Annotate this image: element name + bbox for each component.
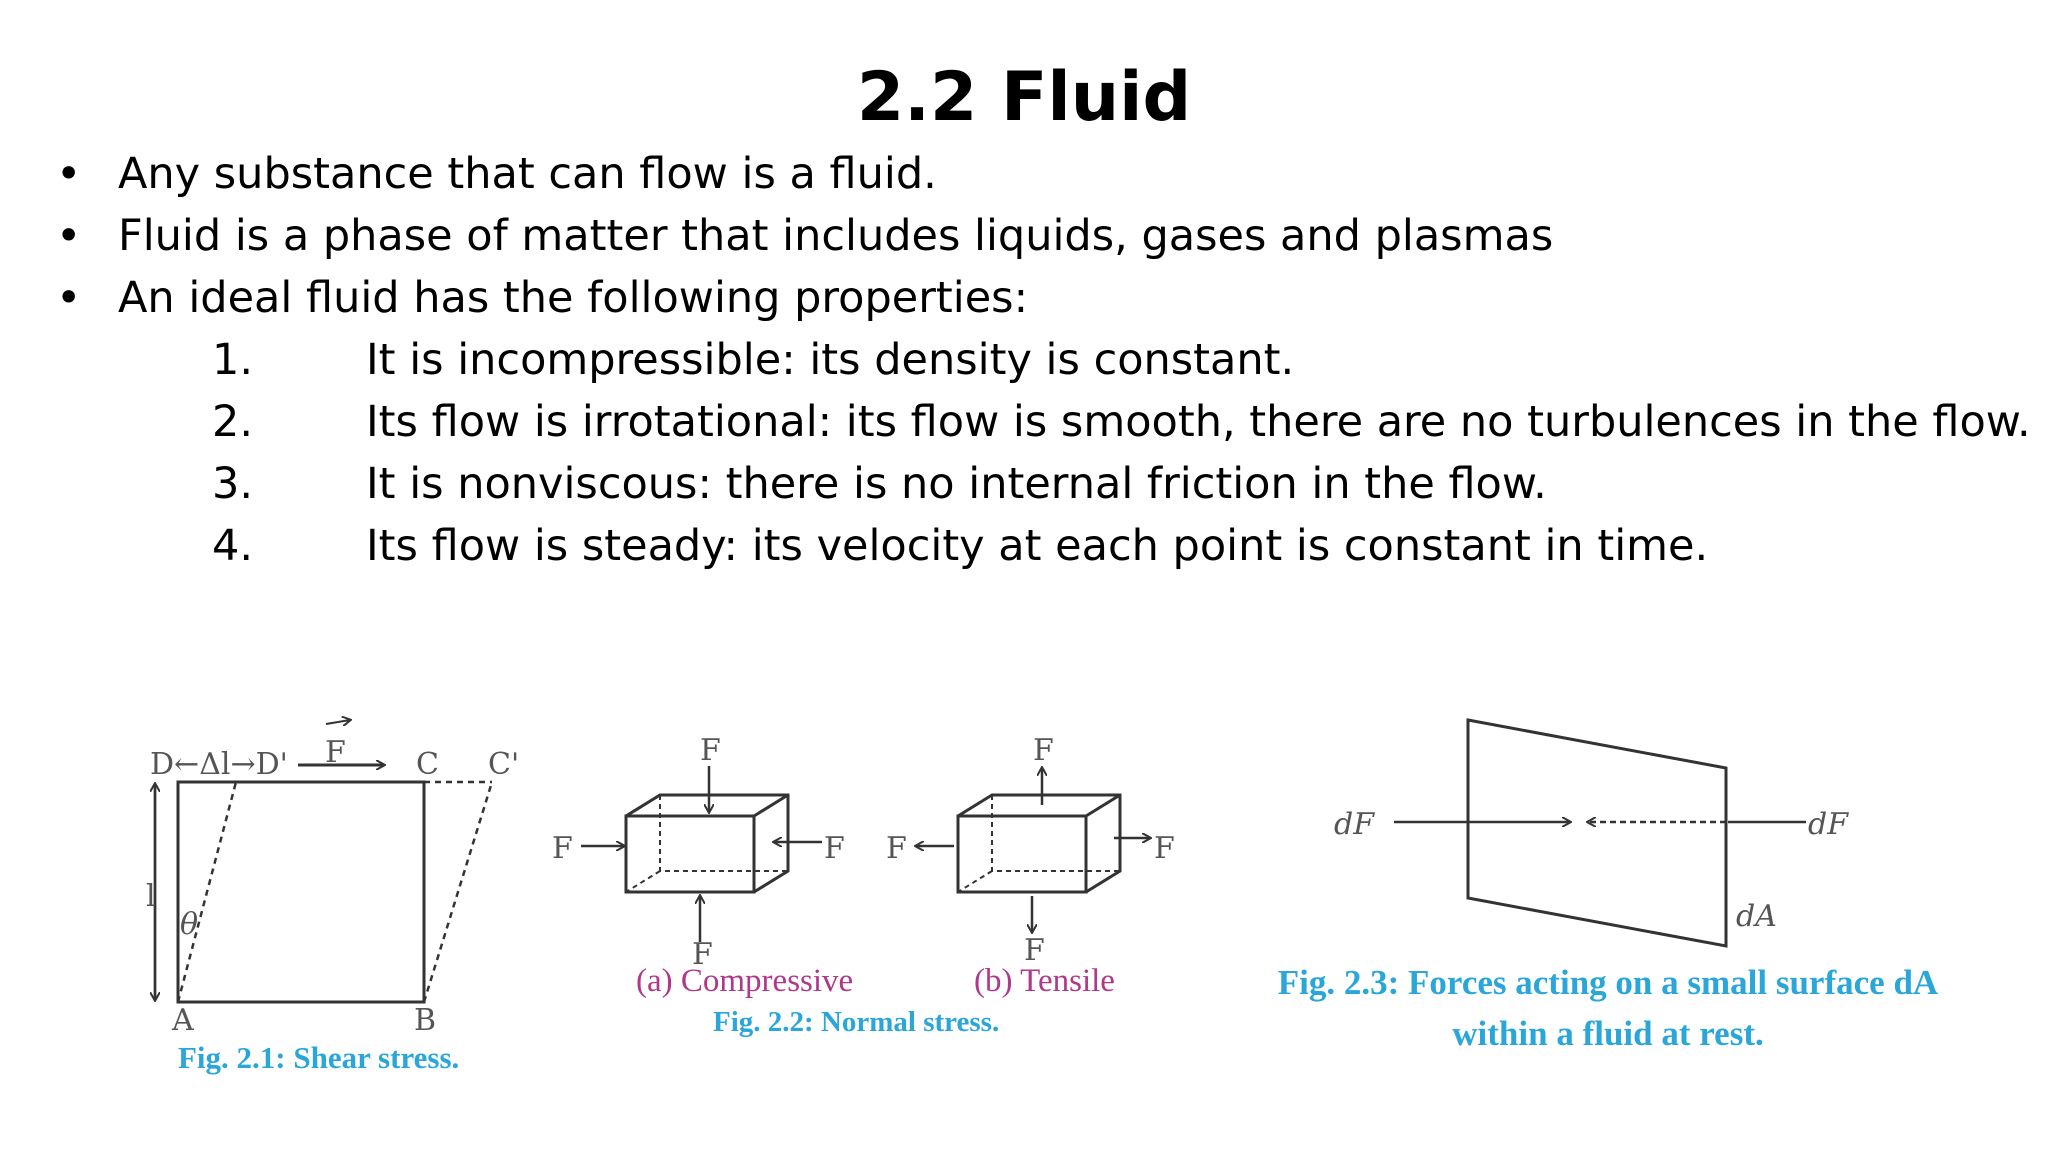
bullet-item: • Any substance that can flow is a fluid. [56, 146, 937, 202]
force-vector-mark [325, 720, 350, 724]
fig3-caption-line2: within a fluid at rest. [1452, 1014, 1763, 1053]
compressive-force-left: F [552, 831, 573, 866]
fig3-da-label: dA [1736, 899, 1777, 934]
bullet-text: Any substance that can flow is a fluid. [118, 149, 937, 199]
sheared-edge-right [422, 781, 494, 1003]
shear-stress-figure [155, 720, 494, 1004]
tensile-force-bottom: F [1024, 933, 1045, 968]
compressive-box [581, 766, 822, 942]
property-number: 4. [212, 521, 254, 571]
property-number: 1. [212, 335, 254, 385]
fig1-top-label: D←Δl→D' [150, 747, 288, 782]
fig3-df-right: dF [1808, 807, 1849, 842]
property-text: Its flow is steady: its velocity at each… [366, 521, 1709, 571]
property-text: It is nonviscous: there is no internal f… [366, 459, 1547, 509]
fig1-force-label: F [325, 735, 346, 770]
bullet-dot: • [56, 211, 82, 261]
bullet-text: An ideal fluid has the following propert… [118, 273, 1029, 323]
bullet-text: Fluid is a phase of matter that includes… [118, 211, 1554, 261]
sheared-edge-left [176, 781, 238, 1003]
fig2-sub-a: (a) Compressive [636, 963, 853, 999]
property-text: It is incompressible: its density is con… [366, 335, 1295, 385]
tensile-force-top: F [1033, 733, 1054, 768]
bullet-dot: • [56, 149, 82, 199]
tensile-force-right: F [1154, 831, 1175, 866]
compressive-force-right: F [824, 831, 845, 866]
property-number: 3. [212, 459, 254, 509]
property-text: Its flow is irrotational: its flow is sm… [366, 397, 2031, 447]
fig2-sub-b: (b) Tensile [974, 963, 1115, 999]
shear-block [176, 780, 426, 1004]
surface-da [1466, 718, 1728, 948]
fig2-caption: Fig. 2.2: Normal stress. [713, 1006, 999, 1038]
bullet-dot: • [56, 273, 82, 323]
fig1-l-label: l [146, 879, 156, 914]
bullet-item: • An ideal fluid has the following proper… [56, 270, 1028, 326]
fig1-a-label: A [171, 1003, 194, 1038]
fig1-c-label: C [416, 747, 439, 782]
property-number: 2. [212, 397, 254, 447]
compressive-force-top: F [700, 733, 721, 768]
fig1-b-label: B [414, 1003, 436, 1038]
bullet-item: • Fluid is a phase of matter that include… [56, 208, 1553, 264]
fig3-df-left: dF [1334, 807, 1375, 842]
slide-title: 2.2 Fluid [856, 58, 1192, 137]
tensile-force-left: F [886, 831, 907, 866]
fig3-caption-line1: Fig. 2.3: Forces acting on a small surfa… [1278, 963, 1939, 1002]
compressive-force-bottom: F [692, 937, 713, 972]
fig1-caption: Fig. 2.1: Shear stress. [178, 1040, 459, 1075]
fig1-theta-label: θ [180, 907, 198, 942]
fig1-c-prime-label: C' [488, 747, 519, 782]
tensile-box [916, 768, 1150, 932]
surface-da-figure [1394, 718, 1806, 948]
